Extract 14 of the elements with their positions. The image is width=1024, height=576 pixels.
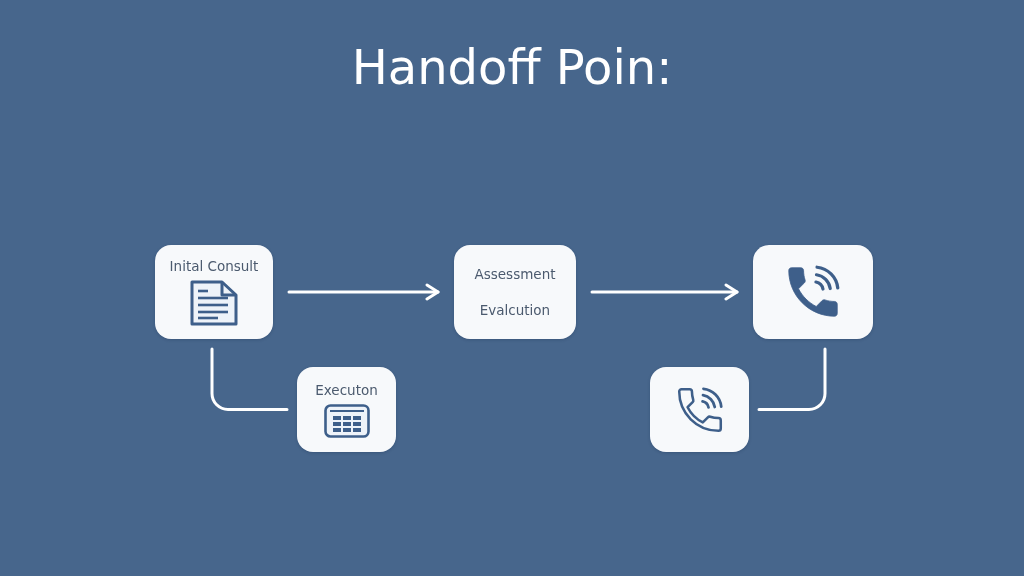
node-label: Assessment	[474, 265, 556, 283]
connector-line	[210, 347, 289, 411]
node-label: Evalcution	[479, 301, 551, 319]
process-box	[155, 245, 273, 339]
title: Handoff Poin:	[351, 39, 673, 95]
process-box	[454, 245, 576, 339]
connector-line	[757, 347, 827, 411]
icon-box	[650, 367, 749, 452]
arrow	[590, 283, 739, 301]
node-label: Inital Consult	[169, 258, 259, 275]
icon-box	[753, 245, 873, 339]
arrow	[287, 283, 440, 301]
node-label: Executon	[315, 381, 378, 399]
process-box	[297, 367, 396, 452]
